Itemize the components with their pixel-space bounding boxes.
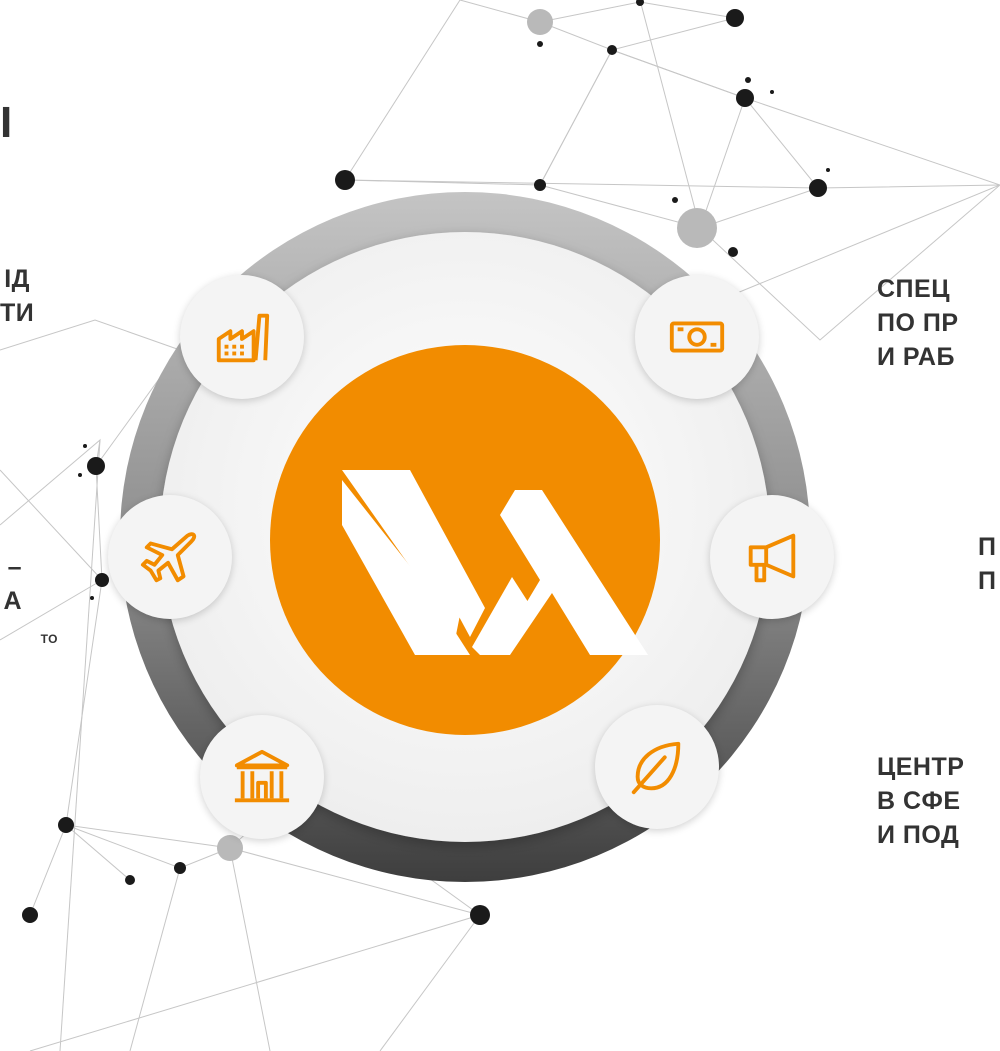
right-label-line: И ПОД [877,821,960,849]
banknote-icon [669,321,725,353]
left-label-block-2: – А [0,550,22,618]
megaphone-icon [748,533,796,583]
right-label-block-1: СПЕЦ ПО ПР И РАБ [877,272,959,374]
bank-building-icon [234,749,290,803]
right-label-line: В СФЕ [877,787,961,815]
factory-icon-button[interactable] [180,275,304,399]
left-label-line: ТИ [0,299,35,327]
airplane-icon-button[interactable] [108,495,232,619]
right-label-line: И РАБ [877,343,955,371]
right-label-line: ПО ПР [877,309,959,337]
left-title-fragment: І [0,98,13,148]
left-label-line: ІД [4,265,30,293]
right-label-line: П [978,567,997,595]
factory-icon [216,313,270,363]
right-label-block-2: П П [978,530,996,598]
right-label-line: ЦЕНТР [877,753,965,781]
left-label-line: А [3,587,22,615]
left-small-label: ТО [0,632,58,646]
leaf-icon-button[interactable] [595,705,719,829]
right-label-line: СПЕЦ [877,275,950,303]
leaf-icon [631,741,681,795]
left-label-block-1: ІД ТИ [0,262,35,330]
bank-building-icon-button[interactable] [200,715,324,839]
right-label-line: П [978,533,997,561]
center-logo [342,470,648,655]
right-label-block-3: ЦЕНТР В СФЕ И ПОД [877,750,964,852]
banknote-icon-button[interactable] [635,275,759,399]
megaphone-icon-button[interactable] [710,495,834,619]
center-orange-circle [270,345,660,735]
left-title-line: І [0,98,13,147]
left-label-line: – [7,553,22,581]
hub-diagram [108,185,834,885]
left-small-label-text: ТО [40,632,58,646]
airplane-icon [140,532,197,583]
